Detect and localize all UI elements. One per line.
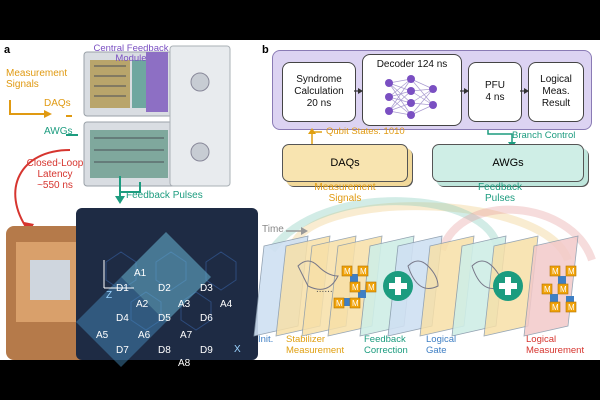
qubit-D4: D4 bbox=[116, 313, 129, 324]
qubit-A4: A4 bbox=[220, 299, 233, 310]
awgs-box-label: AWGs bbox=[492, 157, 524, 169]
measurement-signals-b-label: Measurement Signals bbox=[314, 182, 376, 204]
step-feedback-correction: Feedback Correction bbox=[364, 334, 408, 356]
qubit-D2: D2 bbox=[158, 283, 171, 294]
qubit-A5: A5 bbox=[96, 330, 109, 341]
qubit-A8: A8 bbox=[178, 358, 191, 369]
qubit-A2: A2 bbox=[136, 299, 149, 310]
qubit-D7: D7 bbox=[116, 345, 129, 356]
awgs-box: AWGs bbox=[432, 144, 584, 182]
qubit-A1: A1 bbox=[134, 268, 147, 279]
ellipsis-label: ...... bbox=[316, 284, 333, 295]
z-axis-label: Z bbox=[106, 290, 113, 301]
branch-control-label: Branch Control bbox=[512, 130, 576, 141]
qubit-D5: D5 bbox=[158, 313, 171, 324]
measure-glyph: M bbox=[552, 267, 559, 276]
qubit-D1: D1 bbox=[116, 283, 129, 294]
pfu-box: PFU 4 ns bbox=[468, 62, 522, 122]
step-init: Init. bbox=[258, 334, 274, 345]
x-axis-label: X bbox=[234, 344, 241, 355]
measure-glyph: M bbox=[344, 267, 351, 276]
measure-glyph: M bbox=[544, 285, 551, 294]
figure-canvas: a Central Feedback Module Measurement Si… bbox=[0, 40, 600, 369]
measure-glyph: M bbox=[360, 267, 367, 276]
measure-glyph: M bbox=[336, 299, 343, 308]
measure-glyph: M bbox=[352, 283, 359, 292]
panel-a-letter: a bbox=[4, 44, 11, 56]
syndrome-calculation-box: Syndrome Calculation 20 ns bbox=[282, 62, 356, 122]
qubit-D6: D6 bbox=[200, 313, 213, 324]
daqs-box: DAQs bbox=[282, 144, 408, 182]
measure-glyph: M bbox=[568, 267, 575, 276]
measurement-signals-label: Measurement Signals bbox=[6, 68, 68, 90]
closed-loop-latency-label: Closed-Loop Latency ~550 ns bbox=[26, 158, 84, 191]
qubit-A6: A6 bbox=[138, 330, 151, 341]
qubit-D9: D9 bbox=[200, 345, 213, 356]
logical-meas-result-box: Logical Meas. Result bbox=[528, 62, 584, 122]
panel-b-letter: b bbox=[262, 44, 269, 56]
measure-glyph: M bbox=[352, 299, 359, 308]
time-label: Time bbox=[262, 224, 284, 235]
measure-glyph: M bbox=[368, 283, 375, 292]
panel-a-arrows bbox=[9, 100, 125, 234]
qubit-A7: A7 bbox=[180, 330, 193, 341]
central-feedback-module-label: Central Feedback Module bbox=[93, 43, 169, 64]
feedback-pulses-b-label: Feedback Pulses bbox=[478, 182, 522, 204]
quantum-chip-illustration bbox=[6, 208, 258, 367]
neural-network-icon bbox=[385, 75, 437, 119]
feedback-pulses-label: Feedback Pulses bbox=[126, 190, 203, 201]
measure-glyph: M bbox=[552, 303, 559, 312]
decoder-label: Decoder 124 ns bbox=[376, 59, 448, 70]
step-logical-measurement: Logical Measurement bbox=[526, 334, 585, 356]
decoder-box: Decoder 124 ns bbox=[362, 54, 462, 126]
qubit-A3: A3 bbox=[178, 299, 191, 310]
time-arrow-icon bbox=[286, 227, 308, 235]
measure-glyph: M bbox=[560, 285, 567, 294]
panel-b-arrows bbox=[268, 88, 596, 262]
awgs-label: AWGs bbox=[44, 126, 73, 137]
step-stabilizer-measurement: Stabilizer Measurement bbox=[286, 334, 345, 356]
measure-glyphs: M M M M M M M M M M M M bbox=[336, 267, 575, 312]
step-logical-gate: Logical Gate bbox=[426, 334, 457, 356]
measure-glyph: M bbox=[568, 303, 575, 312]
daqs-box-label: DAQs bbox=[330, 157, 360, 169]
qubit-D3: D3 bbox=[200, 283, 213, 294]
control-rack-illustration bbox=[83, 45, 231, 193]
qubit-D8: D8 bbox=[158, 345, 171, 356]
daqs-label: DAQs bbox=[44, 98, 71, 109]
qubit-states-label: Qubit States: 1010 bbox=[326, 126, 405, 137]
circuit-layers-illustration: M M M M M M M M M M M M ...... bbox=[253, 235, 579, 337]
